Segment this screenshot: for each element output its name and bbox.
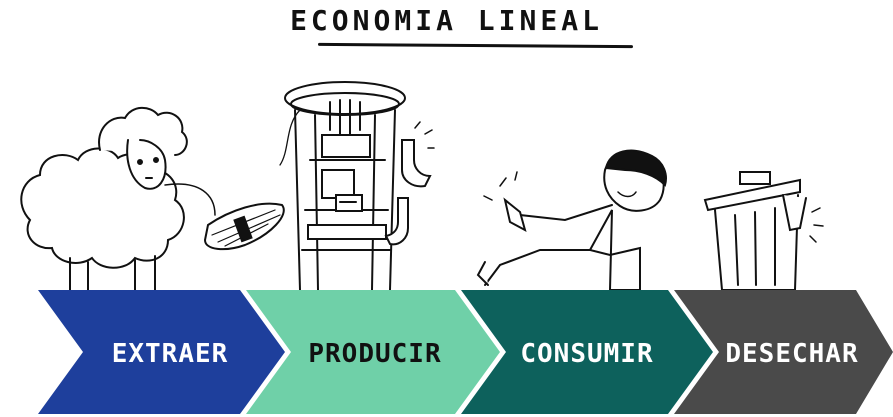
diagram-title: ECONOMIA LINEAL: [290, 4, 603, 37]
trash-can-icon: [703, 171, 824, 291]
step-producir: PRODUCIR: [246, 290, 500, 414]
sock-icon: [384, 139, 432, 246]
step-desechar-label: DESECHAR: [725, 339, 858, 369]
step-desechar-shape: [674, 290, 893, 414]
knitting-machine-icon: [279, 81, 435, 291]
step-extraer-shape: [38, 290, 285, 414]
step-consumir-label: CONSUMIR: [520, 339, 653, 369]
step-extraer-label: EXTRAER: [112, 339, 229, 369]
step-consumir-shape: [461, 290, 713, 414]
step-producir-shape: [246, 290, 500, 414]
sheep-with-yarn-icon: [20, 106, 285, 291]
person-sitting-icon: [476, 149, 667, 291]
step-extraer: EXTRAER: [38, 290, 285, 414]
step-producir-label: PRODUCIR: [308, 339, 441, 369]
process-arrows: EXTRAER PRODUCIR CONSUMIR DESECHAR: [38, 290, 893, 414]
step-desechar: DESECHAR: [674, 290, 893, 414]
step-consumir: CONSUMIR: [461, 290, 713, 414]
yarn-skein-icon: [203, 202, 285, 251]
